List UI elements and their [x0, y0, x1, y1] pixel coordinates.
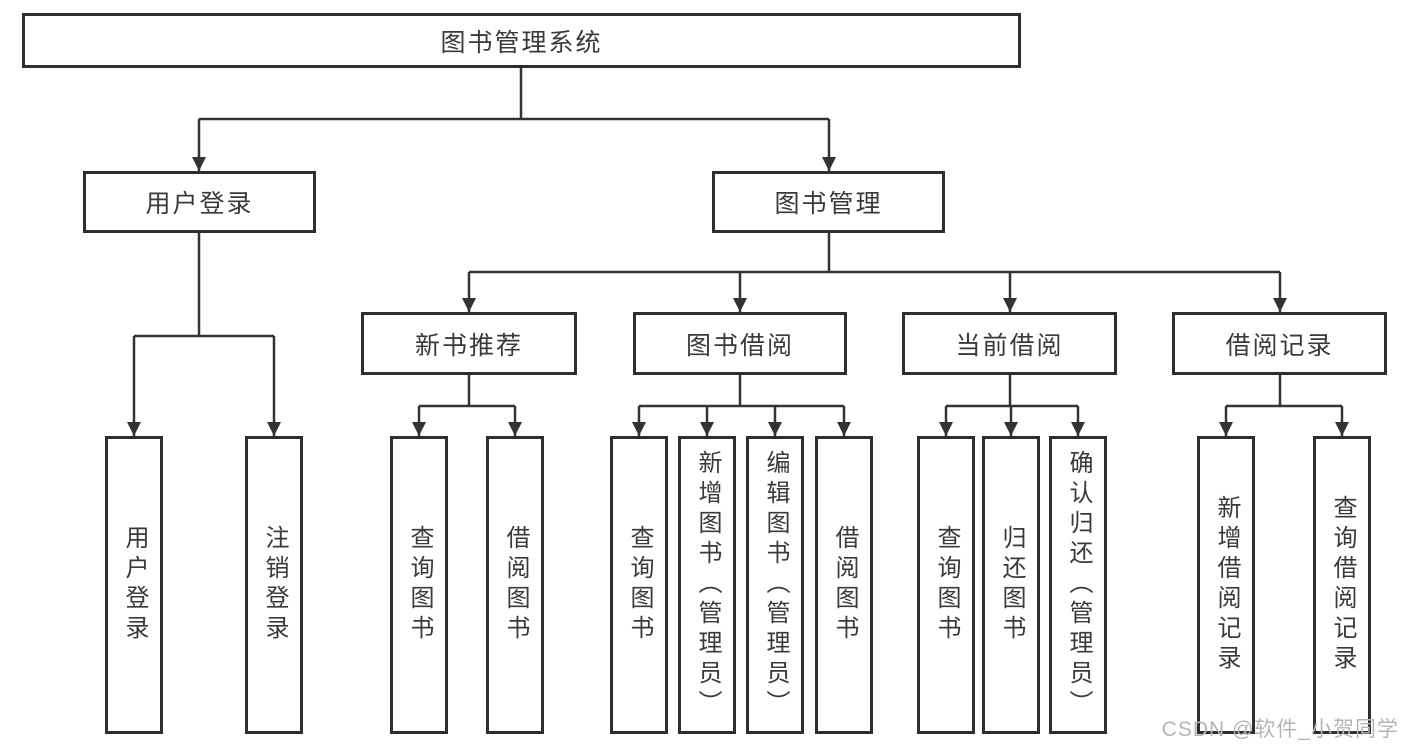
node-book-mgmt: 图书管理 — [712, 171, 945, 233]
leaf-br-query-record: 查询借阅记录 — [1313, 436, 1371, 734]
leaf-bb-add-books-admin: 新增图书（管理员） — [678, 436, 736, 734]
leaf-cb-return-books-label: 归还图书 — [998, 525, 1025, 645]
leaf-logout: 注销登录 — [245, 436, 303, 734]
leaf-logout-label: 注销登录 — [261, 525, 288, 645]
leaf-bb-edit-books-admin-label: 编辑图书（管理员） — [762, 450, 789, 720]
node-new-books-label: 新书推荐 — [414, 331, 523, 360]
watermark: CSDN @软件_小贺同学 — [1161, 718, 1399, 741]
leaf-bb-query-books: 查询图书 — [610, 436, 668, 734]
node-current-borrow-label: 当前借阅 — [955, 331, 1064, 360]
node-new-books: 新书推荐 — [361, 312, 577, 375]
leaf-br-query-record-label: 查询借阅记录 — [1329, 495, 1356, 675]
leaf-br-add-record: 新增借阅记录 — [1197, 436, 1255, 734]
node-borrow-records-label: 借阅记录 — [1225, 331, 1334, 360]
node-user-login: 用户登录 — [83, 171, 316, 233]
node-borrow-records: 借阅记录 — [1172, 312, 1387, 375]
node-current-borrow: 当前借阅 — [902, 312, 1117, 375]
node-book-borrow-label: 图书借阅 — [685, 331, 794, 360]
leaf-cb-return-books: 归还图书 — [982, 436, 1040, 734]
leaf-br-add-record-label: 新增借阅记录 — [1213, 495, 1240, 675]
leaf-nb-borrow-books: 借阅图书 — [486, 436, 544, 734]
leaf-user-login: 用户登录 — [105, 436, 163, 734]
leaf-nb-query-books: 查询图书 — [390, 436, 448, 734]
leaf-cb-confirm-return-admin-label: 确认归还（管理员） — [1065, 450, 1092, 720]
node-book-borrow: 图书借阅 — [633, 312, 847, 375]
leaf-cb-query-books: 查询图书 — [917, 436, 975, 734]
leaf-user-login-label: 用户登录 — [121, 525, 148, 645]
leaf-bb-borrow-books: 借阅图书 — [815, 436, 873, 734]
leaf-bb-edit-books-admin: 编辑图书（管理员） — [746, 436, 804, 734]
leaf-bb-add-books-admin-label: 新增图书（管理员） — [694, 450, 721, 720]
leaf-bb-borrow-books-label: 借阅图书 — [831, 525, 858, 645]
leaf-cb-query-books-label: 查询图书 — [933, 525, 960, 645]
node-root-label: 图书管理系统 — [440, 28, 603, 57]
node-user-login-label: 用户登录 — [145, 190, 254, 218]
leaf-bb-query-books-label: 查询图书 — [626, 525, 653, 645]
leaf-cb-confirm-return-admin: 确认归还（管理员） — [1049, 436, 1107, 734]
leaf-nb-borrow-books-label: 借阅图书 — [502, 525, 529, 645]
node-book-mgmt-label: 图书管理 — [774, 190, 883, 218]
leaf-nb-query-books-label: 查询图书 — [406, 525, 433, 645]
node-root: 图书管理系统 — [22, 13, 1021, 68]
